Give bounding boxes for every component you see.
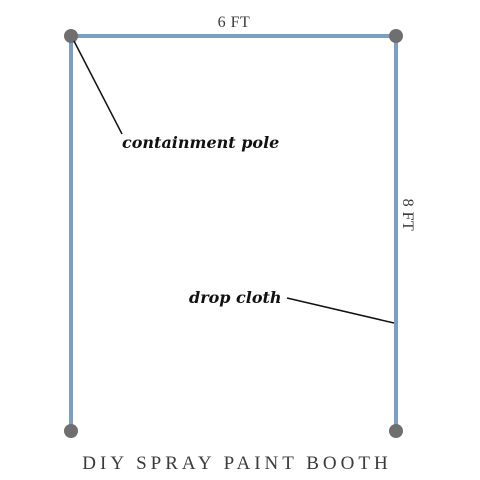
pole-leader-line xyxy=(73,40,123,135)
containment-pole-label: containment pole xyxy=(122,133,279,152)
joint-top-right xyxy=(389,29,403,43)
drop-cloth-label: drop cloth xyxy=(189,288,282,307)
joint-bottom-left xyxy=(64,424,78,438)
width-dimension-label: 6 FT xyxy=(218,14,251,31)
height-dimension-label: 8 FT xyxy=(399,199,416,232)
diagram-caption: DIY SPRAY PAINT BOOTH xyxy=(82,453,391,474)
joint-bottom-right xyxy=(389,424,403,438)
cloth-leader-line xyxy=(286,297,395,324)
joint-top-left xyxy=(64,29,78,43)
